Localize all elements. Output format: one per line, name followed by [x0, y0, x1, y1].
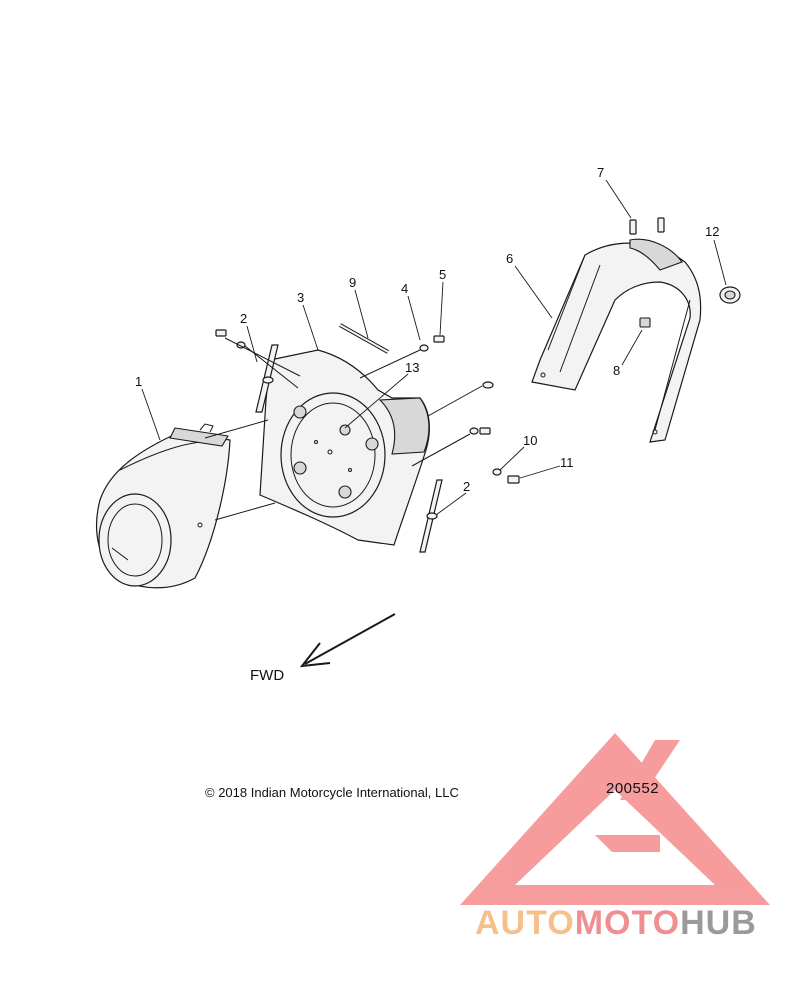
callout-labels: 1 2 3 9 4 5 13 2 6 7 8 12 10 11	[135, 165, 719, 494]
callout-10: 10	[523, 433, 537, 448]
callout-9: 9	[349, 275, 356, 290]
forward-label: FWD	[250, 667, 285, 684]
callout-11: 11	[560, 455, 574, 470]
watermark-text-hub: HUB	[680, 904, 757, 942]
forward-direction-arrow	[299, 613, 396, 668]
part-12-grommet	[719, 286, 741, 304]
part-3-inner-fairing-panel	[259, 349, 430, 546]
callout-8: 8	[613, 363, 620, 378]
callout-4: 4	[401, 281, 408, 296]
watermark-text-auto: AUTO	[475, 904, 575, 942]
copyright-notice: © 2018 Indian Motorcycle International, …	[205, 785, 459, 800]
figure-number: 200552	[606, 780, 660, 797]
watermark-text: AUTOMOTOHUB	[475, 904, 757, 943]
callout-3: 3	[297, 290, 304, 305]
callout-1: 1	[135, 374, 142, 389]
part-9-rod	[339, 323, 389, 354]
callout-2-upper: 2	[240, 311, 247, 326]
callout-13: 13	[405, 360, 419, 375]
assembly-lines	[204, 337, 483, 521]
callout-12: 12	[705, 224, 719, 239]
callout-6: 6	[506, 251, 513, 266]
callout-7: 7	[597, 165, 604, 180]
watermark-text-moto: MOTO	[574, 904, 681, 942]
callout-leaders	[141, 179, 727, 516]
part-6-fairing-bracket	[531, 217, 702, 443]
callout-2-lower: 2	[463, 479, 470, 494]
part-1-headlight-nacelle	[95, 423, 231, 589]
callout-5: 5	[439, 267, 446, 282]
watermark-logo	[460, 733, 770, 905]
